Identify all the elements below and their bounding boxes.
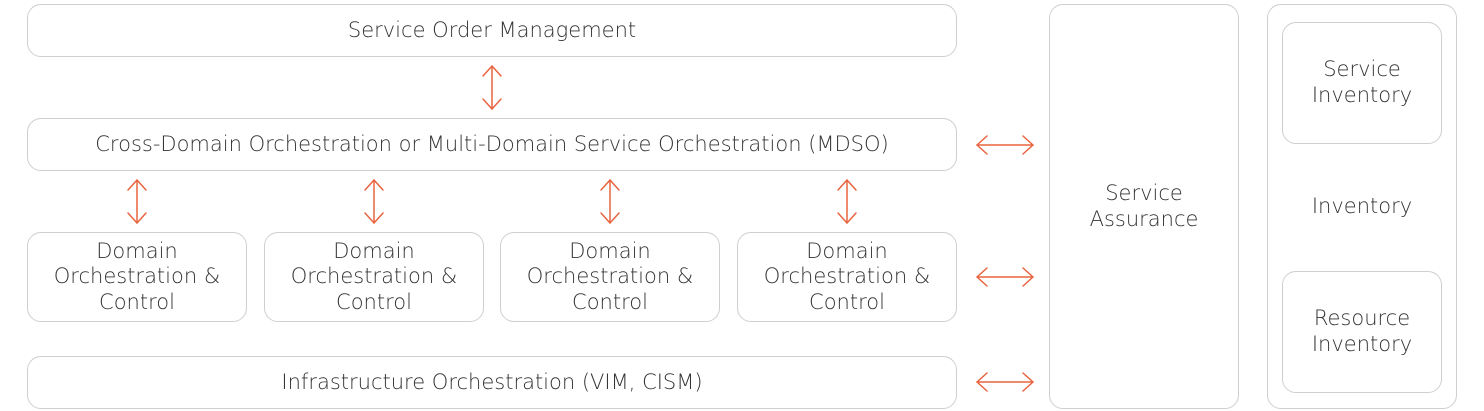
double-arrow-horizontal-mdso <box>976 135 1034 155</box>
domain-orchestration-label-4: Domain Orchestration & Control <box>763 239 931 314</box>
domain-orchestration-box-3: Domain Orchestration & Control <box>500 232 720 322</box>
service-assurance-box: Service Assurance <box>1049 4 1239 409</box>
double-arrow-horizontal-domain <box>976 267 1034 287</box>
inventory-label: Inventory <box>1311 193 1413 218</box>
double-arrow-vertical-2 <box>127 179 147 224</box>
domain-orchestration-label-1: Domain Orchestration & Control <box>53 239 221 314</box>
double-arrow-vertical-5 <box>837 179 857 224</box>
mdso-box: Cross-Domain Orchestration or Multi-Doma… <box>27 118 957 171</box>
domain-orchestration-label-2: Domain Orchestration & Control <box>290 239 458 314</box>
double-arrow-vertical-1 <box>482 65 502 110</box>
service-inventory-label: Service Inventory <box>1311 57 1413 107</box>
double-arrow-vertical-4 <box>600 179 620 224</box>
double-arrow-horizontal-infrastructure <box>976 372 1034 392</box>
infrastructure-orchestration-box: Infrastructure Orchestration (VIM, CISM) <box>27 356 957 409</box>
double-arrow-vertical-3 <box>364 179 384 224</box>
service-order-management-box: Service Order Management <box>27 4 957 57</box>
mdso-label: Cross-Domain Orchestration or Multi-Doma… <box>95 131 889 156</box>
domain-orchestration-box-1: Domain Orchestration & Control <box>27 232 247 322</box>
service-assurance-label: Service Assurance <box>1089 180 1199 231</box>
infrastructure-orchestration-label: Infrastructure Orchestration (VIM, CISM) <box>281 369 703 394</box>
resource-inventory-box: Resource Inventory <box>1282 271 1442 393</box>
domain-orchestration-box-2: Domain Orchestration & Control <box>264 232 484 322</box>
domain-orchestration-label-3: Domain Orchestration & Control <box>526 239 694 314</box>
service-inventory-box: Service Inventory <box>1282 22 1442 144</box>
service-order-management-label: Service Order Management <box>347 17 637 42</box>
resource-inventory-label: Resource Inventory <box>1311 306 1413 356</box>
domain-orchestration-box-4: Domain Orchestration & Control <box>737 232 957 322</box>
